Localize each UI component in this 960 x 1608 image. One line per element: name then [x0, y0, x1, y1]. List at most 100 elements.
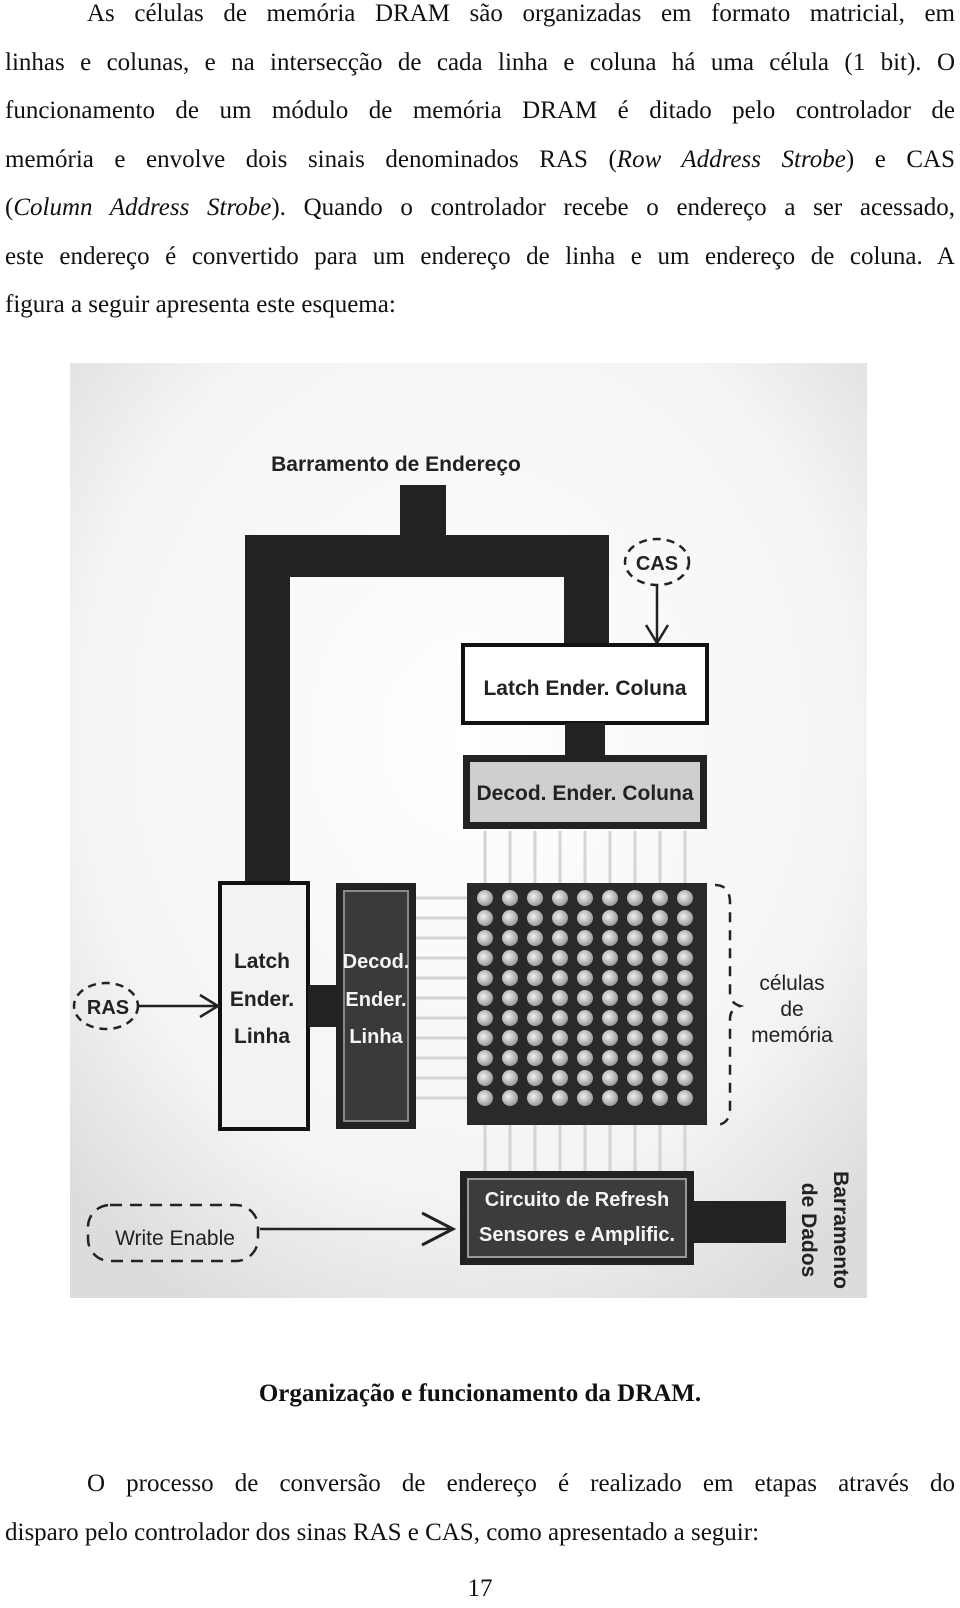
memory-cell	[552, 930, 568, 946]
memory-cell	[652, 990, 668, 1006]
memory-cell	[602, 1090, 618, 1106]
decod-row-box	[343, 890, 409, 1122]
memory-cell	[552, 950, 568, 966]
memory-cell	[502, 950, 518, 966]
row-lines	[415, 896, 470, 1100]
intro-line-7: figura a seguir apresenta este esquema:	[5, 291, 396, 318]
memory-cell	[652, 970, 668, 986]
write-enable-label: Write Enable	[115, 1227, 235, 1250]
intro-line-4: memória e envolve dois sinais denominado…	[5, 136, 955, 185]
column-lines	[483, 831, 687, 1171]
refresh-label-1: Circuito de Refresh	[485, 1189, 669, 1211]
memory-cell	[577, 1070, 593, 1086]
memory-cell	[652, 910, 668, 926]
memory-cell	[627, 1090, 643, 1106]
memory-cell	[627, 1050, 643, 1066]
memory-cell	[527, 950, 543, 966]
latch-row-label-3: Linha	[234, 1025, 290, 1048]
latch-column-box	[461, 643, 709, 725]
memory-cell	[652, 930, 668, 946]
data-bus-label-1: Barramento	[829, 1171, 852, 1289]
memory-cell	[652, 950, 668, 966]
memory-cell	[552, 1030, 568, 1046]
memory-cell	[627, 970, 643, 986]
ras-label: RAS	[87, 997, 129, 1019]
memory-cell	[577, 1030, 593, 1046]
intro-line-4a: memória e envolve dois sinais denominado…	[5, 145, 617, 173]
memory-cell	[677, 990, 693, 1006]
row-connector	[308, 985, 338, 1027]
cas-signal	[623, 537, 691, 646]
memory-cell	[577, 930, 593, 946]
memory-cell	[477, 1050, 493, 1066]
memory-cell	[627, 950, 643, 966]
memory-cell	[602, 970, 618, 986]
memory-cell	[577, 890, 593, 906]
cells-label-1: células	[759, 972, 824, 995]
figure-caption: Organização e funcionamento da DRAM.	[258, 1380, 702, 1407]
memory-cell	[577, 1010, 593, 1026]
memory-cell	[627, 1070, 643, 1086]
decod-column-box	[470, 762, 700, 822]
memory-cell	[527, 1090, 543, 1106]
memory-cell	[552, 1090, 568, 1106]
ras-signal	[72, 981, 221, 1031]
address-bus	[245, 485, 609, 885]
memory-cell	[477, 1070, 493, 1086]
memory-cell	[527, 1010, 543, 1026]
memory-cell	[502, 930, 518, 946]
memory-cell	[652, 890, 668, 906]
memory-cell	[627, 910, 643, 926]
memory-cell	[552, 890, 568, 906]
memory-cell	[677, 1070, 693, 1086]
intro-line-3: funcionamento de um módulo de memória DR…	[5, 97, 955, 124]
memory-cell	[602, 930, 618, 946]
memory-cell	[527, 910, 543, 926]
latch-row-label-2: Ender.	[230, 988, 294, 1011]
memory-cell	[677, 970, 693, 986]
refresh-label-2: Sensores e Amplific.	[479, 1224, 675, 1246]
decod-row-label-2: Ender.	[345, 989, 406, 1011]
memory-cell	[477, 890, 493, 906]
memory-cell	[577, 910, 593, 926]
memory-cell	[652, 1050, 668, 1066]
dram-diagram-svg: Barramento de Endereço CAS Latch Ender. …	[70, 363, 867, 1298]
latch-row-label-1: Latch	[234, 950, 290, 973]
memory-cell	[477, 1030, 493, 1046]
intro-line-6: este endereço é convertido para um ender…	[5, 242, 955, 270]
memory-cell	[502, 1090, 518, 1106]
memory-cell	[477, 990, 493, 1006]
memory-cell	[627, 930, 643, 946]
memory-cell	[577, 1050, 593, 1066]
memory-cell	[677, 950, 693, 966]
memory-cell	[627, 1030, 643, 1046]
cells-label-2: de	[780, 998, 803, 1021]
memory-cell	[577, 990, 593, 1006]
memory-cell	[477, 970, 493, 986]
process-paragraph: O processo de conversão de endereço é re…	[5, 1460, 955, 1557]
memory-cell	[577, 970, 593, 986]
dram-diagram: Barramento de Endereço CAS Latch Ender. …	[70, 363, 867, 1298]
memory-cell	[502, 1050, 518, 1066]
memory-cell	[502, 1030, 518, 1046]
memory-cell	[677, 1050, 693, 1066]
memory-cell	[502, 1070, 518, 1086]
memory-cell	[627, 890, 643, 906]
memory-cell	[527, 1030, 543, 1046]
process-line-2: disparo pelo controlador dos sinas RAS e…	[5, 1518, 760, 1546]
memory-cell	[552, 1050, 568, 1066]
memory-cell	[477, 1010, 493, 1026]
memory-cell	[602, 1070, 618, 1086]
memory-cell	[677, 910, 693, 926]
memory-cell	[652, 1030, 668, 1046]
intro-line-5: (Column Address Strobe). Quando o contro…	[5, 184, 955, 233]
cas-label: CAS	[636, 553, 678, 575]
memory-cell	[577, 950, 593, 966]
latch-column-label: Latch Ender. Coluna	[483, 677, 686, 700]
memory-cell	[677, 1030, 693, 1046]
memory-cell	[627, 1010, 643, 1026]
ras-expansion: Row Address Strobe	[616, 145, 846, 173]
decod-column-label: Decod. Ender. Coluna	[476, 782, 693, 805]
memory-cell	[677, 890, 693, 906]
cells-brace	[714, 883, 745, 1127]
